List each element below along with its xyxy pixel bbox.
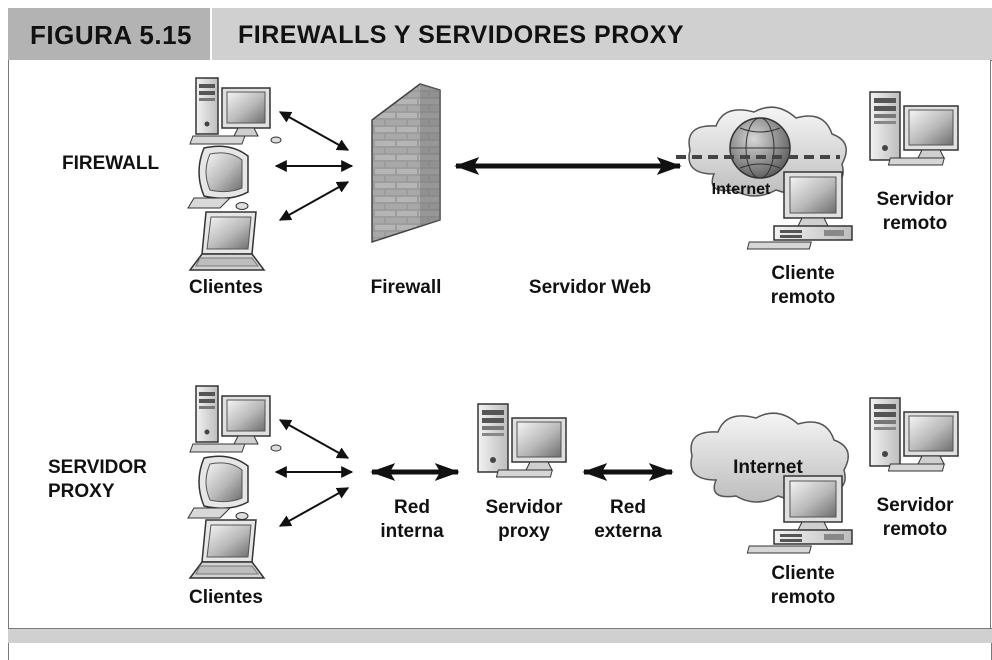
tower-server-icon [477,403,567,478]
remote-client-label-line2: remoto [770,287,836,308]
internet-label: Internet [733,457,803,478]
remote-client-label-line2: remoto [770,587,836,608]
internal-net-label: Red interna [370,496,454,544]
proxy-server-label-line2: proxy [498,521,550,542]
web-server-label: Servidor Web [528,277,652,298]
remote-server-label-line1: Servidor [876,189,954,210]
proxy-server-label-line1: Servidor [485,497,563,518]
external-net-label: Red externa [586,496,670,544]
client-link-arrow [278,419,350,459]
imac-icon [187,455,249,521]
desktop-pc-icon [189,77,282,145]
remote-client-label-line1: Cliente [771,263,835,284]
proxy-server-label: Servidor proxy [480,496,568,544]
caption-strip [8,643,992,660]
client-link-arrow [278,111,350,151]
section-label-proxy-line1: SERVIDOR [48,457,147,478]
tower-server-icon [869,397,959,472]
figure-number: FIGURA 5.15 [30,20,193,50]
desktop-pc-icon [189,385,282,453]
external-net-label-line2: externa [594,521,662,542]
remote-server-label-line2: remoto [882,213,948,234]
figure-header: FIGURA 5.15 FIREWALLS Y SERVIDORES PROXY [8,8,992,61]
remote-client-label: Cliente remoto [766,262,840,310]
figure-title: FIREWALLS Y SERVIDORES PROXY [238,21,685,49]
remote-server-label: Servidor remoto [870,188,960,236]
laptop-icon [189,211,265,271]
imac-icon [187,145,249,211]
laptop-icon [189,519,265,579]
firewall-label: Firewall [370,277,442,298]
client-link-arrow [278,487,350,527]
client-link-arrow [278,181,350,221]
brick-wall-icon [371,83,441,244]
internal-net-label-line1: Red [394,497,430,518]
remote-server-label-line2: remoto [882,519,948,540]
remote-client-label: Cliente remoto [766,562,840,610]
external-net-label-line1: Red [610,497,646,518]
caption-band [8,628,992,643]
section-label-firewall: FIREWALL [62,153,160,174]
section-label-proxy: SERVIDOR PROXY [48,456,147,504]
remote-client-label-line1: Cliente [771,563,835,584]
internal-net-label-line2: interna [380,521,444,542]
clients-label: Clientes [189,277,263,298]
clients-label: Clientes [189,587,263,608]
figure-number-tab: FIGURA 5.15 [8,8,212,60]
remote-server-label: Servidor remoto [870,494,960,542]
tower-server-icon [869,91,959,166]
section-label-proxy-line2: PROXY [48,481,115,502]
globe-icon [729,117,791,179]
remote-server-label-line1: Servidor [876,495,954,516]
internet-label: Internet [711,181,771,198]
